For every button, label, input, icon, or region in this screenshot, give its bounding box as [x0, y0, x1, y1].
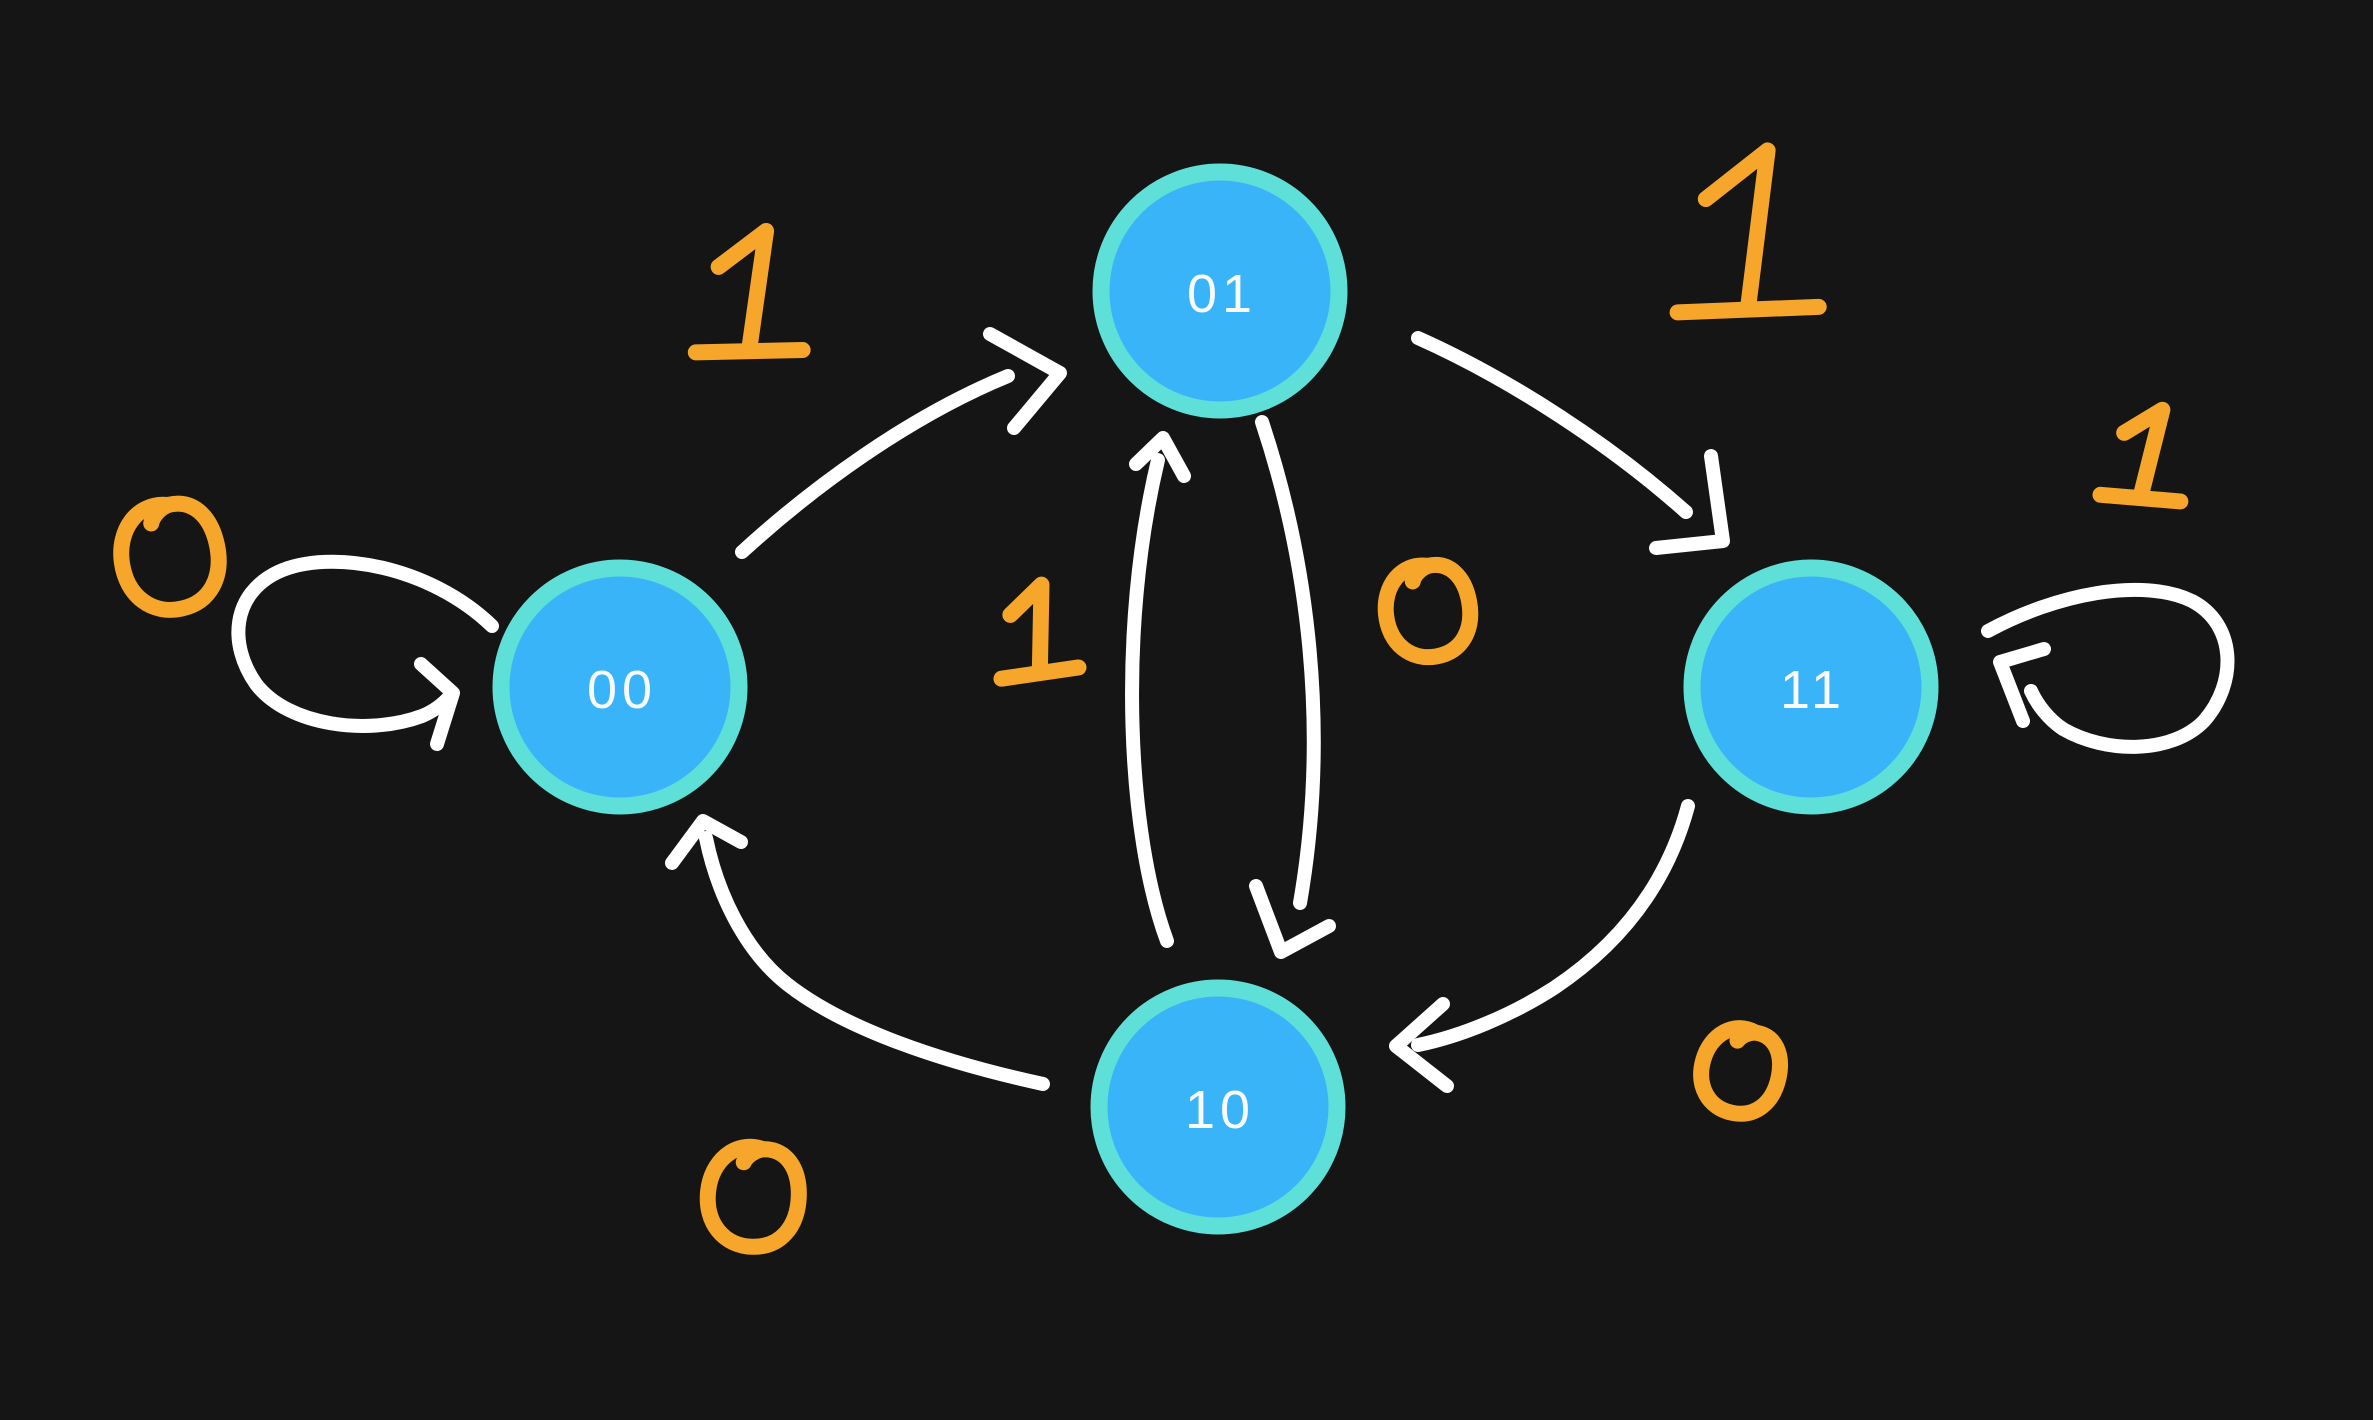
- transition-curve: [1411, 331, 1693, 519]
- transition-curve: [1981, 582, 2235, 754]
- arrowhead-icon: [1993, 642, 2051, 728]
- arrowhead-icon: [1389, 997, 1454, 1093]
- state-node-01-circle: [1092, 163, 1348, 419]
- state-node-10[interactable]: 10: [1090, 979, 1346, 1235]
- arrowhead-icon: [414, 657, 460, 751]
- state-node-11-circle: [1683, 559, 1939, 815]
- arrowhead-icon: [1129, 431, 1191, 483]
- handwritten-digit-stroke: [993, 659, 1087, 687]
- transition-01-to-10[interactable]: [1249, 415, 1336, 959]
- state-node-01[interactable]: 01: [1092, 163, 1348, 419]
- transition-01-to-11[interactable]: [1411, 331, 1730, 555]
- handwritten-digit-stroke: [1669, 298, 1827, 321]
- handwritten-digit-stroke: [1377, 556, 1479, 666]
- arrowhead-icon: [983, 327, 1067, 435]
- arrowhead-icon: [1249, 879, 1336, 959]
- transition-10-to-00[interactable]: [665, 814, 1050, 1091]
- state-node-11[interactable]: 11: [1683, 559, 1939, 815]
- handwritten-digit-stroke: [710, 222, 775, 356]
- transition-label-01-10[interactable]: [1377, 556, 1479, 666]
- state-node-10-label: 10: [1185, 1080, 1255, 1140]
- handwritten-digit-stroke: [699, 1138, 807, 1255]
- handwritten-digit-stroke: [2116, 401, 2171, 504]
- state-node-00[interactable]: 00: [492, 559, 748, 815]
- handwritten-digit-stroke: [1693, 1020, 1788, 1122]
- handwritten-digit-stroke: [687, 341, 811, 361]
- transition-label-10-00[interactable]: [699, 1138, 807, 1255]
- transition-label-00-01[interactable]: [687, 222, 811, 361]
- handwritten-digit-stroke: [1697, 142, 1776, 314]
- state-node-00-circle: [492, 559, 748, 815]
- state-node-10-circle: [1090, 979, 1346, 1235]
- transition-curve: [699, 831, 1050, 1091]
- transition-label-11-10[interactable]: [1691, 1020, 1789, 1123]
- transition-11-self-loop[interactable]: [1981, 582, 2235, 754]
- transition-curve: [1125, 453, 1174, 948]
- transition-label-01-11[interactable]: [1669, 142, 1827, 321]
- transition-curve: [1411, 799, 1695, 1052]
- transition-10-to-01[interactable]: [1125, 431, 1191, 948]
- state-node-01-label: 01: [1187, 264, 1257, 324]
- transition-11-to-10[interactable]: [1389, 799, 1695, 1093]
- transition-label-11-self[interactable]: [2092, 401, 2195, 510]
- handwritten-digit-stroke: [2092, 486, 2189, 510]
- transition-00-to-01[interactable]: [735, 327, 1067, 559]
- transition-curve: [735, 369, 1015, 559]
- transition-00-self-loop[interactable]: [231, 554, 499, 751]
- transition-curve: [1255, 415, 1321, 910]
- transition-label-00-self[interactable]: [113, 495, 227, 618]
- handwritten-digit-stroke: [113, 495, 227, 618]
- state-node-11-label: 11: [1780, 660, 1846, 720]
- transition-curve: [231, 554, 499, 733]
- handwritten-digit-stroke: [1002, 576, 1050, 679]
- arrowhead-icon: [665, 814, 748, 870]
- state-node-00-label: 00: [587, 660, 657, 720]
- transition-label-10-01[interactable]: [993, 576, 1087, 687]
- arrowhead-icon: [1649, 449, 1730, 555]
